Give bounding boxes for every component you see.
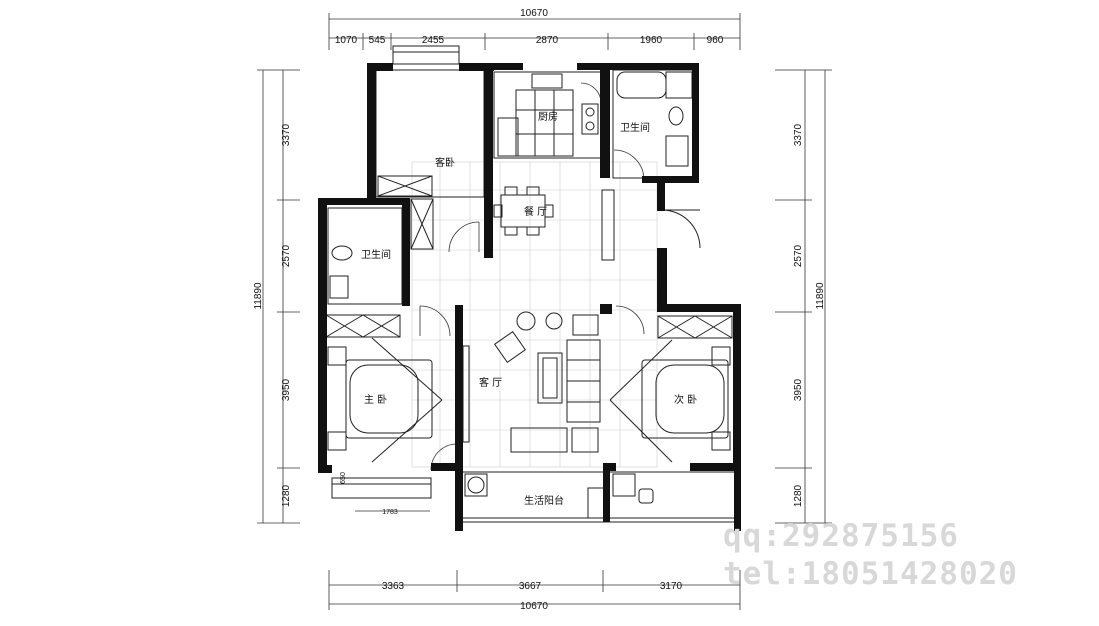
left-total-dim: 11890 [253, 282, 264, 310]
door-swings [419, 82, 645, 471]
dimension-lines [257, 13, 832, 610]
top-dim-2: 545 [369, 35, 386, 46]
right-dim-3: 3950 [793, 378, 804, 401]
left-dim-1: 3370 [281, 123, 292, 146]
thick-walls [318, 63, 741, 531]
top-dim-5: 1960 [640, 35, 663, 46]
bottom-dim-3: 3170 [660, 581, 683, 592]
left-dim-3: 3950 [281, 378, 292, 401]
room-label-guest-bedroom: 客卧 [435, 156, 455, 169]
bottom-dim-1: 3363 [382, 581, 405, 592]
top-total-dim: 10670 [520, 8, 548, 19]
right-dim-4: 1280 [793, 484, 804, 507]
left-dim-4: 1280 [281, 484, 292, 507]
room-label-living: 客 厅 [479, 376, 502, 389]
dimension-labels: 10670 1070 545 2455 2870 1960 960 3363 3… [253, 8, 826, 612]
floor-tiles [411, 161, 658, 468]
room-label-bathroom-top: 卫生间 [620, 121, 650, 134]
right-dim-2: 2570 [793, 244, 804, 267]
room-labels: 客卧 厨房 卫生间 餐 厅 卫生间 客 厅 主 卧 次 卧 生活阳台 [361, 110, 697, 507]
left-dim-2: 2570 [281, 244, 292, 267]
bottom-dim-2: 3667 [519, 581, 542, 592]
room-label-master-bedroom: 主 卧 [364, 393, 387, 406]
bottom-total-dim: 10670 [520, 601, 548, 612]
right-dim-1: 3370 [793, 123, 804, 146]
room-label-bathroom-left: 卫生间 [361, 248, 391, 261]
right-total-dim: 11890 [815, 282, 826, 310]
top-dim-4: 2870 [536, 35, 559, 46]
room-label-balcony: 生活阳台 [524, 494, 564, 507]
room-label-second-bedroom: 次 卧 [674, 393, 697, 406]
room-label-dining: 餐 厅 [524, 205, 547, 218]
qq-watermark: qq:292875156 [723, 518, 959, 554]
room-label-kitchen: 厨房 [538, 110, 558, 123]
thin-walls [325, 45, 739, 523]
top-dim-6: 960 [707, 35, 724, 46]
small-width-dim: 1783 [382, 509, 398, 516]
tel-watermark: tel:18051428020 [723, 556, 1018, 592]
top-dim-3: 2455 [422, 35, 445, 46]
top-dim-1: 1070 [335, 35, 358, 46]
